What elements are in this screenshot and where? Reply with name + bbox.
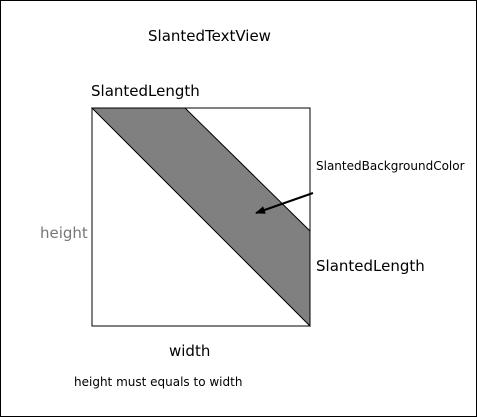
background-color-label: SlantedBackgroundColor — [316, 159, 465, 173]
background-color-arrow — [255, 192, 314, 214]
height-label: height — [40, 224, 88, 242]
diagram-title: SlantedTextView — [148, 27, 271, 45]
constraint-note: height must equals to width — [74, 375, 243, 389]
right-slanted-length-label: SlantedLength — [316, 257, 425, 275]
width-label: width — [169, 342, 211, 360]
top-slanted-length-label: SlantedLength — [91, 82, 200, 100]
slanted-band — [90, 107, 311, 328]
